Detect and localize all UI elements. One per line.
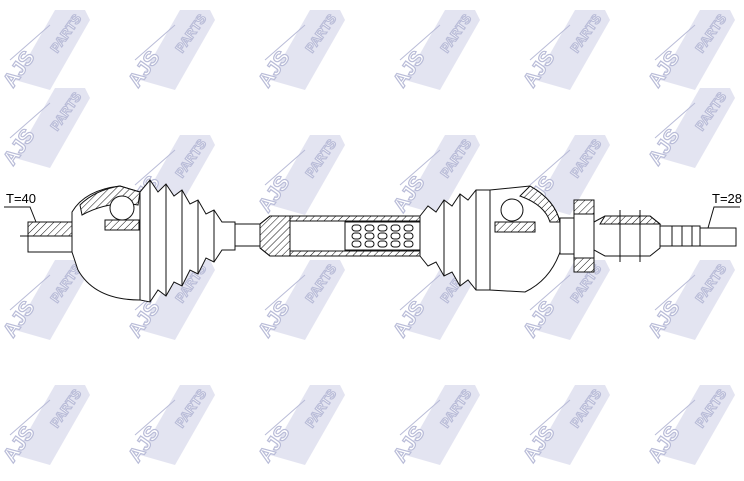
damper-element bbox=[377, 224, 388, 232]
damper-element bbox=[390, 232, 401, 240]
left-teeth-label: T=40 bbox=[6, 191, 36, 206]
main-shaft bbox=[234, 223, 261, 247]
damper-element bbox=[377, 240, 388, 248]
damper-element bbox=[390, 240, 401, 248]
damper-element bbox=[390, 224, 401, 232]
damper-element bbox=[364, 240, 375, 248]
damper-element bbox=[364, 232, 375, 240]
damper-element bbox=[403, 224, 414, 232]
damper-element bbox=[364, 224, 375, 232]
cv-ball bbox=[109, 195, 135, 221]
damper-element bbox=[351, 232, 362, 240]
right-stub-shaft bbox=[659, 225, 701, 247]
damper-element bbox=[351, 240, 362, 248]
damper-element bbox=[403, 232, 414, 240]
damper-element bbox=[377, 232, 388, 240]
right-teeth-label: T=28 bbox=[712, 191, 742, 206]
damper-element bbox=[351, 224, 362, 232]
damper-element bbox=[403, 240, 414, 248]
